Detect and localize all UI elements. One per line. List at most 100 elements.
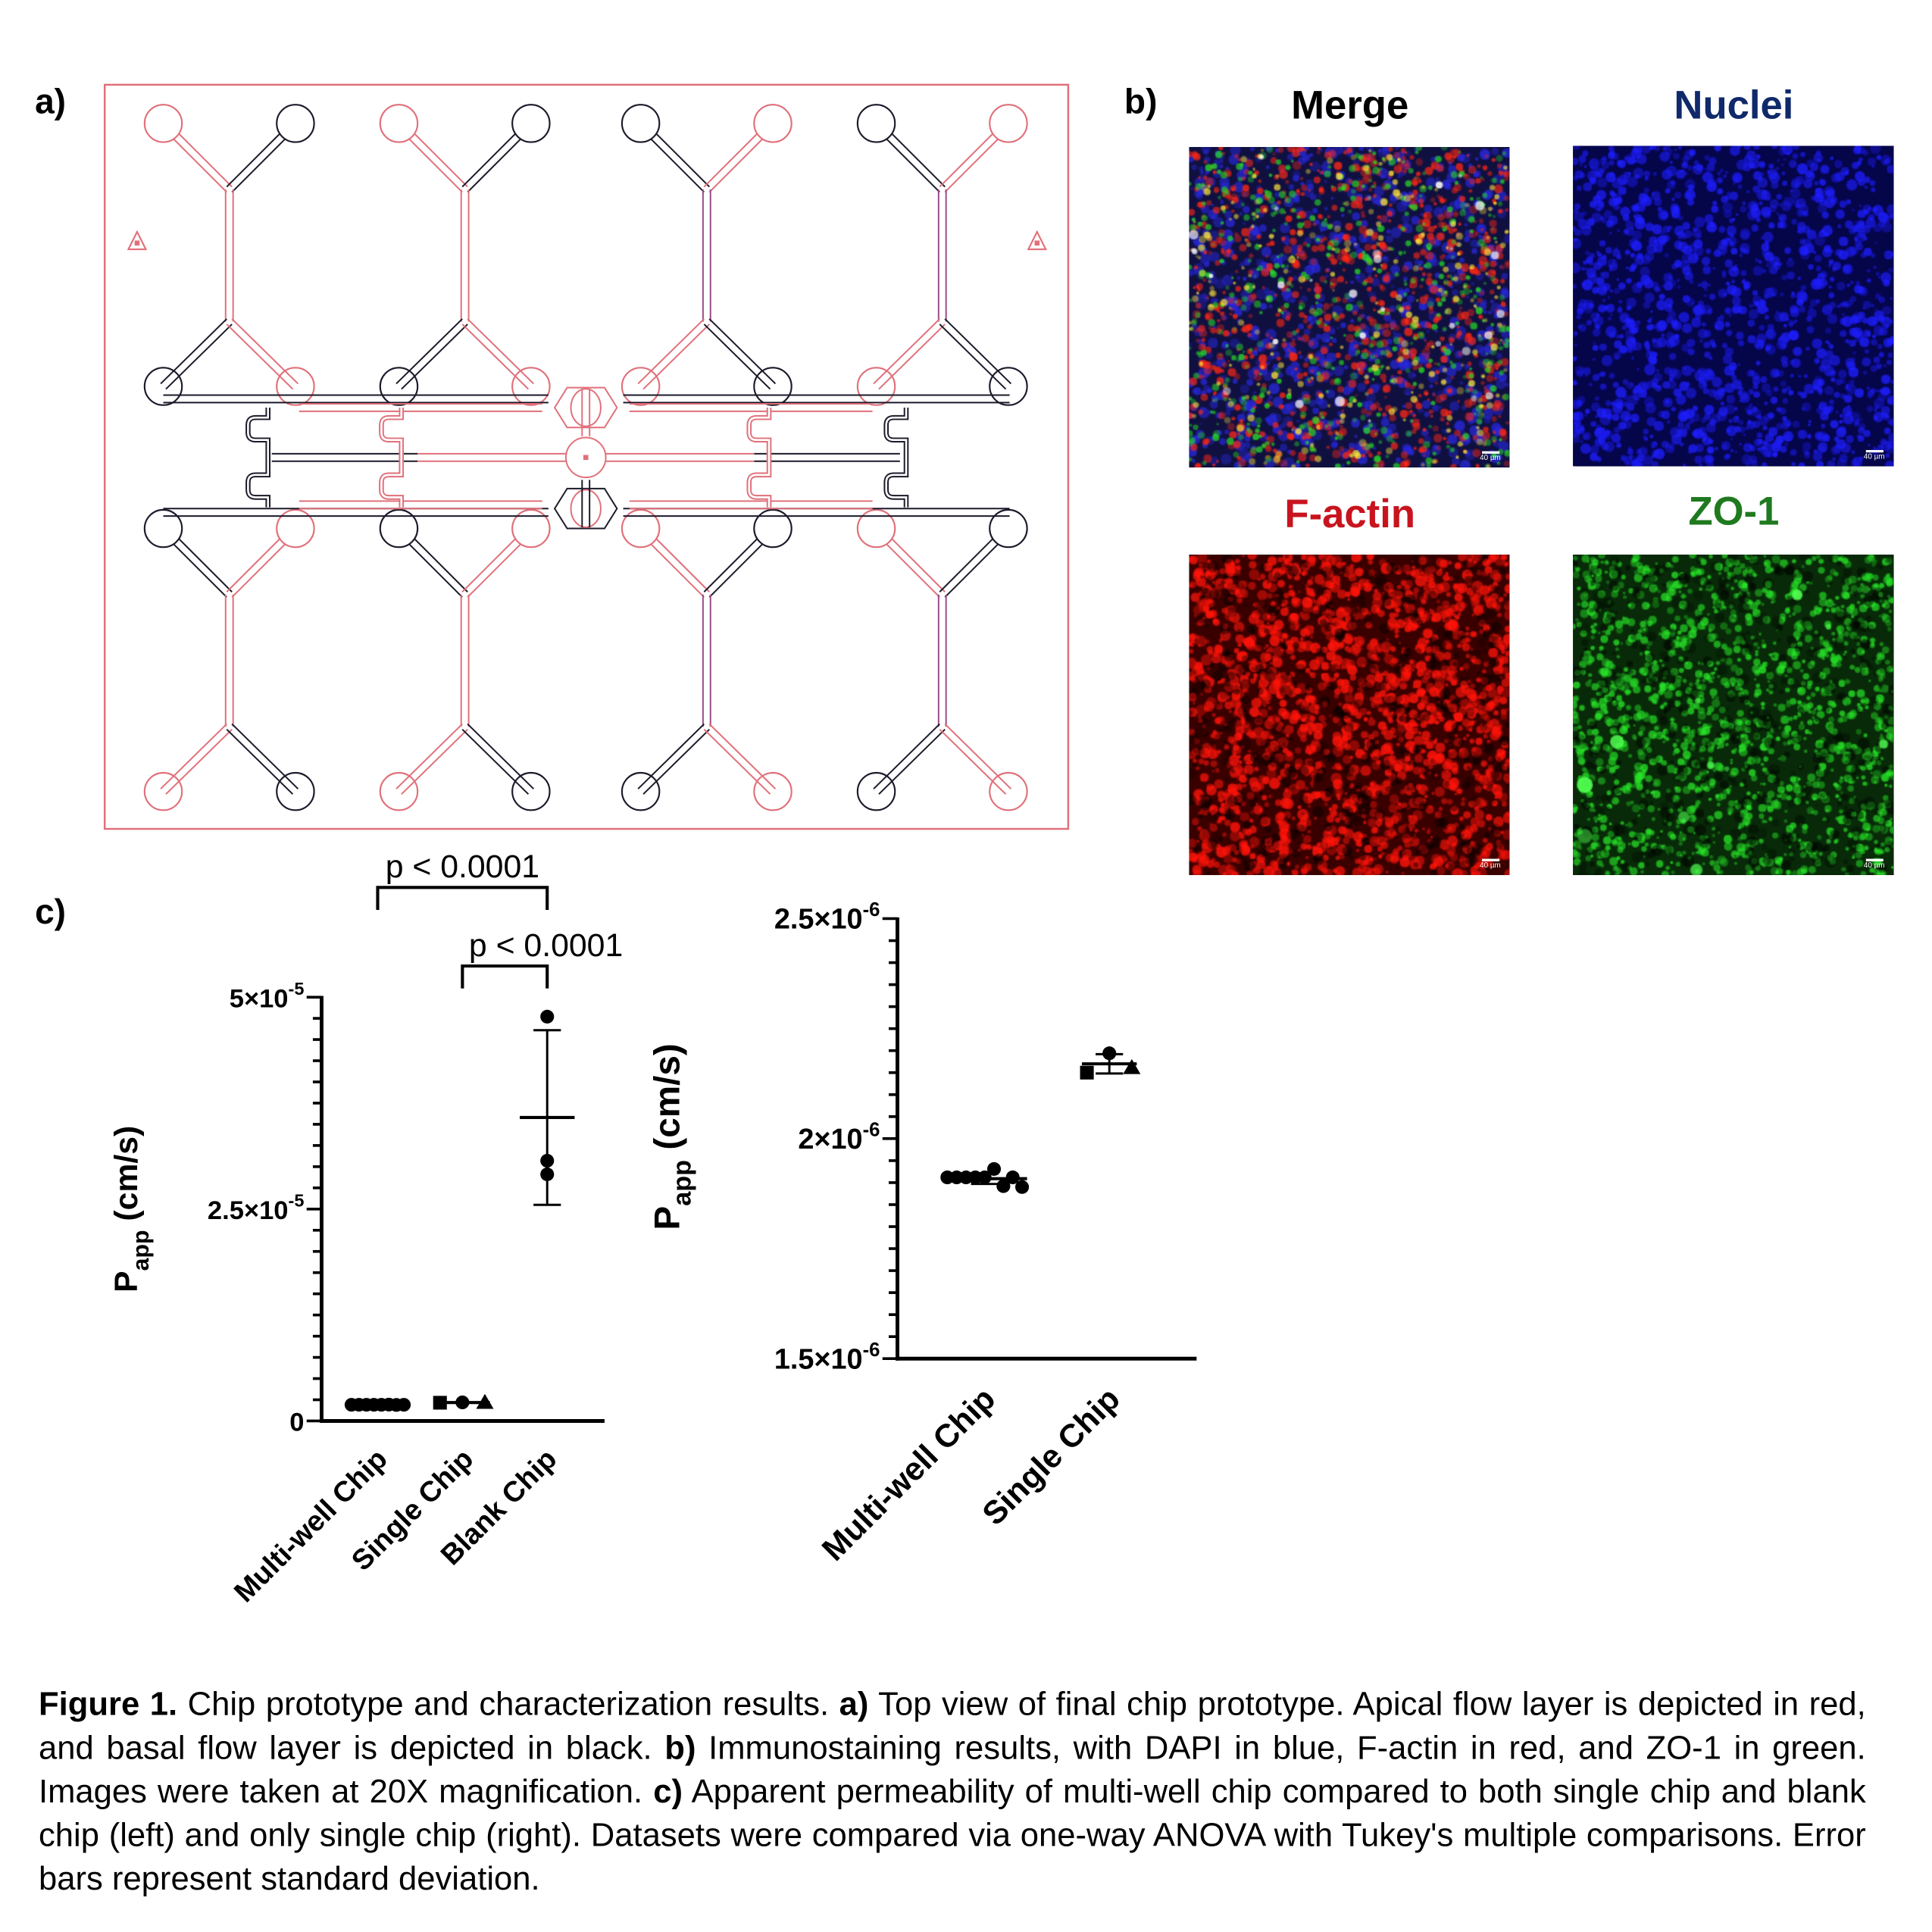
image-f-actin: 40 µm	[1189, 555, 1510, 875]
channel	[165, 324, 233, 390]
image-title-zo-1: ZO-1	[1688, 488, 1780, 534]
port	[276, 104, 315, 143]
port	[621, 508, 661, 549]
port	[856, 508, 896, 549]
scale-bar-label: 40 µm	[1863, 453, 1885, 461]
channel	[642, 324, 710, 390]
scale-bar-label: 40 µm	[1863, 862, 1885, 871]
image-title-f-actin: F-actin	[1284, 491, 1415, 536]
port	[379, 104, 419, 143]
y-tick-exponent: -5	[289, 979, 305, 999]
caption-c-text: Apparent permeability of multi-well chip…	[38, 1772, 1866, 1897]
chip-diagram	[103, 83, 1070, 830]
port	[379, 771, 419, 811]
alignment-mark-dot	[134, 240, 140, 246]
channel	[231, 723, 299, 789]
scale-bar: 40 µm	[1863, 449, 1885, 461]
y-tick-label: 2.5×10-5	[208, 1191, 304, 1225]
y-label-units: (cm/s)	[648, 1043, 688, 1160]
caption-a-label: a)	[839, 1685, 869, 1723]
y-tick-mantissa: 2.5×10	[774, 904, 863, 936]
port	[753, 771, 792, 811]
y-tick-exponent: -6	[863, 1340, 880, 1361]
channel	[878, 728, 946, 795]
caption-b-label: b)	[664, 1728, 696, 1767]
channel	[708, 723, 777, 789]
channel	[873, 318, 940, 385]
channel	[708, 318, 777, 385]
channel	[878, 324, 946, 390]
channel	[395, 318, 463, 385]
data-point-circle	[540, 1009, 555, 1024]
caption-intro: Chip prototype and characterization resu…	[177, 1685, 839, 1723]
data-point-circle	[1014, 1180, 1030, 1194]
data-point-circle	[986, 1161, 1002, 1176]
channel	[944, 318, 1012, 385]
y-label-sub: app	[129, 1230, 154, 1271]
y-tick-mantissa: 2×10	[798, 1124, 862, 1155]
port	[621, 367, 661, 406]
significance-bracket	[376, 886, 549, 910]
serpentine-channel	[885, 407, 908, 508]
channel	[160, 723, 227, 789]
data-point-circle	[1005, 1170, 1020, 1185]
channel	[401, 324, 468, 390]
y-tick-label: 2×10-6	[798, 1120, 880, 1155]
data-point-triangle	[1123, 1058, 1141, 1074]
y-tick-exponent: -6	[863, 1120, 880, 1141]
scale-bar: 40 µm	[1480, 858, 1501, 871]
port	[856, 104, 896, 143]
chamber	[570, 489, 602, 528]
data-point-circle	[540, 1153, 555, 1168]
channel	[226, 324, 294, 390]
data-point-circle	[540, 1167, 555, 1181]
caption-b-text: Immunostaining results, with DAPI in blu…	[38, 1728, 1866, 1810]
scale-bar-label: 40 µm	[1480, 862, 1501, 871]
port	[753, 104, 792, 143]
port	[989, 367, 1028, 406]
caption-a-text: Top view of final chip prototype. Apical…	[38, 1685, 1866, 1767]
port	[379, 367, 419, 406]
caption-c-label: c)	[653, 1772, 683, 1810]
data-point-square	[433, 1396, 447, 1410]
data-group	[433, 1393, 494, 1410]
y-tick-label: 2.5×10-6	[774, 899, 880, 935]
data-group	[520, 1009, 575, 1206]
image-title-merge: Merge	[1291, 82, 1409, 127]
data-group	[1080, 1046, 1141, 1080]
chamber-outline	[553, 386, 618, 429]
channel	[461, 728, 530, 795]
y-tick-mantissa: 1.5×10	[774, 1343, 863, 1375]
y-tick-mantissa: 0	[289, 1408, 304, 1437]
y-label-sub: app	[667, 1160, 696, 1206]
chamber	[570, 388, 602, 427]
significance-label: p < 0.0001	[469, 927, 623, 964]
channel	[467, 318, 534, 385]
y-tick-label: 5×10-5	[230, 979, 305, 1013]
data-point-circle	[977, 1170, 992, 1185]
serpentine-channel	[379, 407, 405, 508]
channel	[637, 723, 705, 789]
serpentine-channel	[883, 407, 909, 508]
y-label-main: P	[108, 1271, 145, 1293]
y-tick-exponent: -5	[289, 1191, 305, 1211]
channel	[461, 324, 530, 390]
y-tick-mantissa: 5×10	[230, 984, 289, 1013]
alignment-mark	[127, 230, 148, 251]
y-tick-label: 1.5×10-6	[774, 1340, 880, 1375]
port	[143, 104, 183, 143]
data-point-circle	[996, 1179, 1011, 1193]
port	[621, 104, 661, 143]
chamber-outline	[553, 487, 618, 530]
port	[753, 367, 792, 406]
port	[511, 104, 551, 143]
data-point-square	[1080, 1065, 1094, 1080]
image-zo-1: 40 µm	[1573, 555, 1893, 875]
alignment-mark-dot	[1034, 240, 1040, 246]
channel	[703, 728, 771, 795]
port	[511, 367, 551, 406]
channel	[637, 318, 705, 385]
channel	[944, 723, 1012, 789]
